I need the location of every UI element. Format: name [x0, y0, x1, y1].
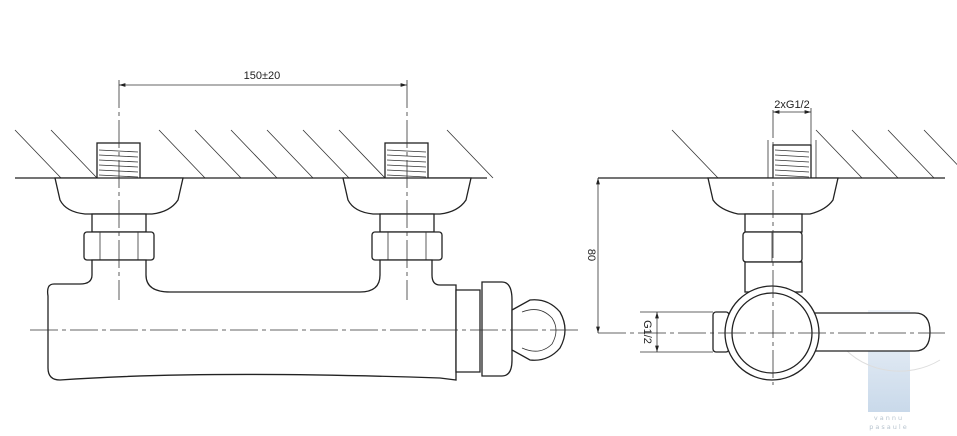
thread-line — [774, 149, 810, 153]
hatch-line — [851, 129, 899, 179]
hatch-line — [194, 129, 242, 179]
wall-hatching-right — [671, 129, 957, 179]
thread-line — [98, 174, 139, 178]
hatch-line — [50, 129, 98, 179]
handle-side — [811, 312, 931, 352]
outlet-thread-label: G1/2 — [641, 320, 653, 344]
hatch-line — [446, 129, 494, 179]
wall-hatching-left — [14, 129, 494, 179]
thread-line — [98, 159, 139, 163]
cartridge-cap — [455, 289, 481, 373]
handle-knob — [511, 299, 566, 361]
height-dimension-label: 80 — [585, 249, 597, 261]
thread-line — [386, 159, 427, 163]
nut-side — [742, 231, 803, 263]
thread-line — [386, 154, 427, 158]
hatch-line — [302, 129, 350, 179]
hatch-line — [671, 129, 719, 179]
inlet-thread-label: 2xG1/2 — [774, 99, 809, 111]
inlet-pipe-right — [384, 142, 429, 181]
side-view: 2xG1/2 80 G1/2 — [585, 99, 957, 385]
spacing-dimension-label: 150±20 — [244, 70, 281, 82]
thread-line — [98, 164, 139, 168]
thread-line — [98, 154, 139, 158]
hatch-line — [887, 129, 935, 179]
hatch-line — [338, 129, 386, 179]
thread-line — [774, 169, 810, 173]
hatch-line — [923, 129, 957, 166]
inlet-pipe-left — [96, 142, 141, 181]
watermark-line1: vannu — [874, 414, 904, 422]
thread-line — [386, 164, 427, 168]
thread-line — [774, 174, 810, 178]
thread-line — [386, 169, 427, 173]
hatch-line — [230, 129, 278, 179]
hatch-line — [266, 129, 314, 179]
thread-line — [774, 164, 810, 168]
hatch-line — [14, 129, 62, 179]
hatch-line — [158, 129, 206, 179]
hatch-line — [815, 129, 863, 179]
watermark-line2: pasaule — [869, 423, 908, 431]
thread-line — [774, 159, 810, 163]
handle-base — [481, 281, 513, 377]
front-view: 150±20 — [14, 70, 582, 381]
mixer-body — [46, 259, 457, 381]
thread-line — [774, 154, 810, 158]
thread-line — [98, 149, 139, 153]
inlet-pipe-side — [772, 144, 812, 181]
thread-line — [386, 149, 427, 153]
thread-line — [386, 174, 427, 178]
thread-line — [98, 169, 139, 173]
